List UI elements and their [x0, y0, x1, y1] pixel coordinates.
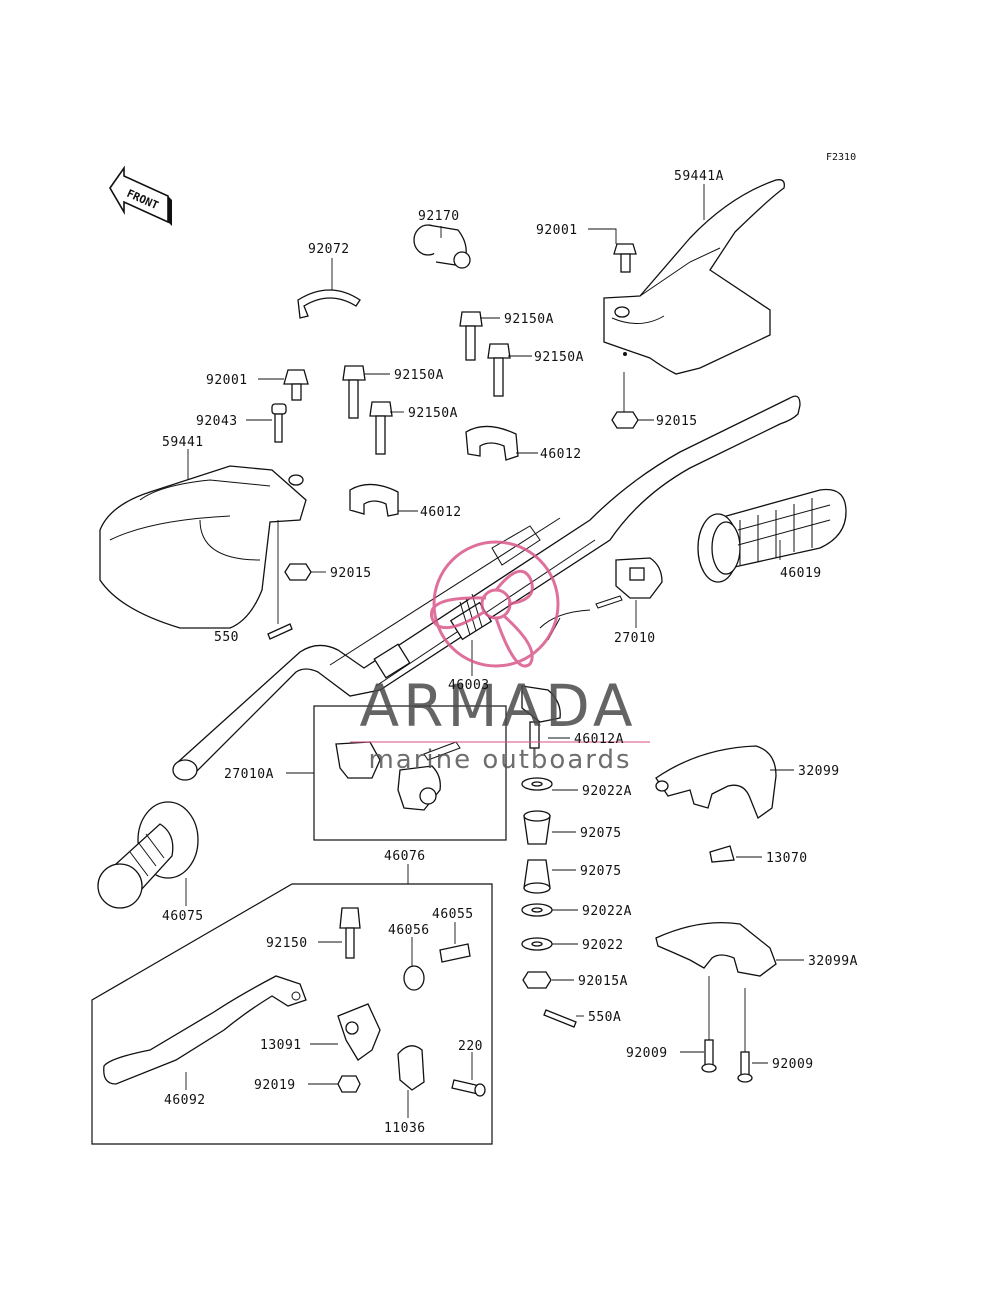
grip-46019 [697, 488, 847, 583]
callout-32099A: 32099A [808, 954, 858, 969]
callout-11036: 11036 [384, 1121, 426, 1136]
screw-220 [451, 1079, 486, 1097]
callout-46012-upper: 46012 [540, 447, 582, 462]
band-92072 [297, 289, 361, 319]
screw-92009-right [737, 1051, 753, 1083]
bolt-92001-right [613, 243, 637, 273]
lever-46092 [103, 975, 307, 1085]
callout-92150A-3: 92150A [394, 368, 444, 383]
callout-92009-right: 92009 [772, 1057, 814, 1072]
switch-27010 [539, 557, 663, 641]
nut-92015-left [284, 563, 312, 581]
callout-27010A: 27010A [224, 767, 274, 782]
callout-92043: 92043 [196, 414, 238, 429]
pin-92043 [271, 403, 287, 443]
callout-32099: 32099 [798, 764, 840, 779]
callout-46092: 46092 [164, 1093, 206, 1108]
callout-92015-left: 92015 [330, 566, 372, 581]
callout-92150A-2: 92150A [534, 350, 584, 365]
armada-watermark: ARMADA marine outboards [350, 540, 650, 775]
clamp-32099 [655, 745, 777, 820]
callout-92072: 92072 [308, 242, 350, 257]
clamp-92170 [413, 224, 471, 269]
callout-92150: 92150 [266, 936, 308, 951]
propeller-logo-icon [429, 540, 560, 668]
screw-92009-left [701, 1039, 717, 1073]
nut-92015A [522, 971, 552, 989]
callout-labels: 59441A 92170 92072 92001 92150A 92150A 9… [162, 169, 858, 1136]
callout-46056: 46056 [388, 923, 430, 938]
nut-92019 [337, 1075, 361, 1093]
callout-59441: 59441 [162, 435, 204, 450]
plate-13070 [709, 845, 735, 863]
callout-92022: 92022 [582, 938, 624, 953]
collar-92075-2 [523, 859, 551, 894]
washer-92022 [521, 937, 553, 951]
callout-46003: 46003 [448, 678, 490, 693]
collar-92075-1 [523, 810, 551, 845]
callout-92001-left: 92001 [206, 373, 248, 388]
bolt-92150A-2 [487, 343, 511, 397]
bracket-13091 [337, 1003, 381, 1061]
holder-46012A [521, 685, 561, 749]
adjuster-46056 [403, 965, 425, 991]
callout-27010: 27010 [614, 631, 656, 646]
callout-92015-right: 92015 [656, 414, 698, 429]
bolt-92150A-3 [342, 365, 366, 419]
callout-92075-2: 92075 [580, 864, 622, 879]
callout-13091: 13091 [260, 1038, 302, 1053]
callout-92001-right: 92001 [536, 223, 578, 238]
front-arrow-icon: FRONT [109, 165, 172, 226]
callout-550A: 550A [588, 1010, 621, 1025]
clamp-32099A [655, 921, 777, 977]
callout-46012-lower: 46012 [420, 505, 462, 520]
callout-550: 550 [214, 630, 239, 645]
clamp-46012-upper [465, 425, 519, 461]
callout-46076: 46076 [384, 849, 426, 864]
washer-92022A-1 [521, 777, 553, 791]
adjuster-46055 [439, 943, 471, 963]
callout-92009-left: 92009 [626, 1046, 668, 1061]
callout-92022A-2: 92022A [582, 904, 632, 919]
bolt-92150A-1 [459, 311, 483, 361]
group-box-46076 [91, 883, 493, 1145]
callout-92150A-1: 92150A [504, 312, 554, 327]
diagram-code: F2310 [826, 152, 856, 163]
callout-46012A: 46012A [574, 732, 624, 747]
clamp-11036 [397, 1045, 425, 1091]
leader-lines [185, 184, 804, 1118]
callout-59441A: 59441A [674, 169, 724, 184]
callout-46075: 46075 [162, 909, 204, 924]
bolt-92150A-4 [369, 401, 393, 455]
callout-92015A: 92015A [578, 974, 628, 989]
bolt-92150 [339, 907, 361, 959]
watermark-tagline: marine outboards [368, 745, 631, 775]
callout-92075-1: 92075 [580, 826, 622, 841]
watermark-brand: ARMADA [359, 672, 636, 740]
callout-46019: 46019 [780, 566, 822, 581]
cotter-pin-550 [267, 623, 293, 640]
callout-220: 220 [458, 1039, 483, 1054]
handguard-59441 [99, 465, 307, 629]
switch-27010A [335, 741, 461, 811]
handguard-59441A [603, 179, 785, 375]
nut-92015-right [611, 411, 639, 429]
bolt-92001-left [283, 369, 309, 401]
grip-46075 [97, 801, 199, 909]
cotter-pin-550A [543, 1009, 577, 1028]
callout-92022A-1: 92022A [582, 784, 632, 799]
callout-46055: 46055 [432, 907, 474, 922]
callout-92150A-4: 92150A [408, 406, 458, 421]
callout-92019: 92019 [254, 1078, 296, 1093]
callout-13070: 13070 [766, 851, 808, 866]
clamp-46012-lower [349, 483, 399, 517]
washer-92022A-2 [521, 903, 553, 917]
callout-92170: 92170 [418, 209, 460, 224]
